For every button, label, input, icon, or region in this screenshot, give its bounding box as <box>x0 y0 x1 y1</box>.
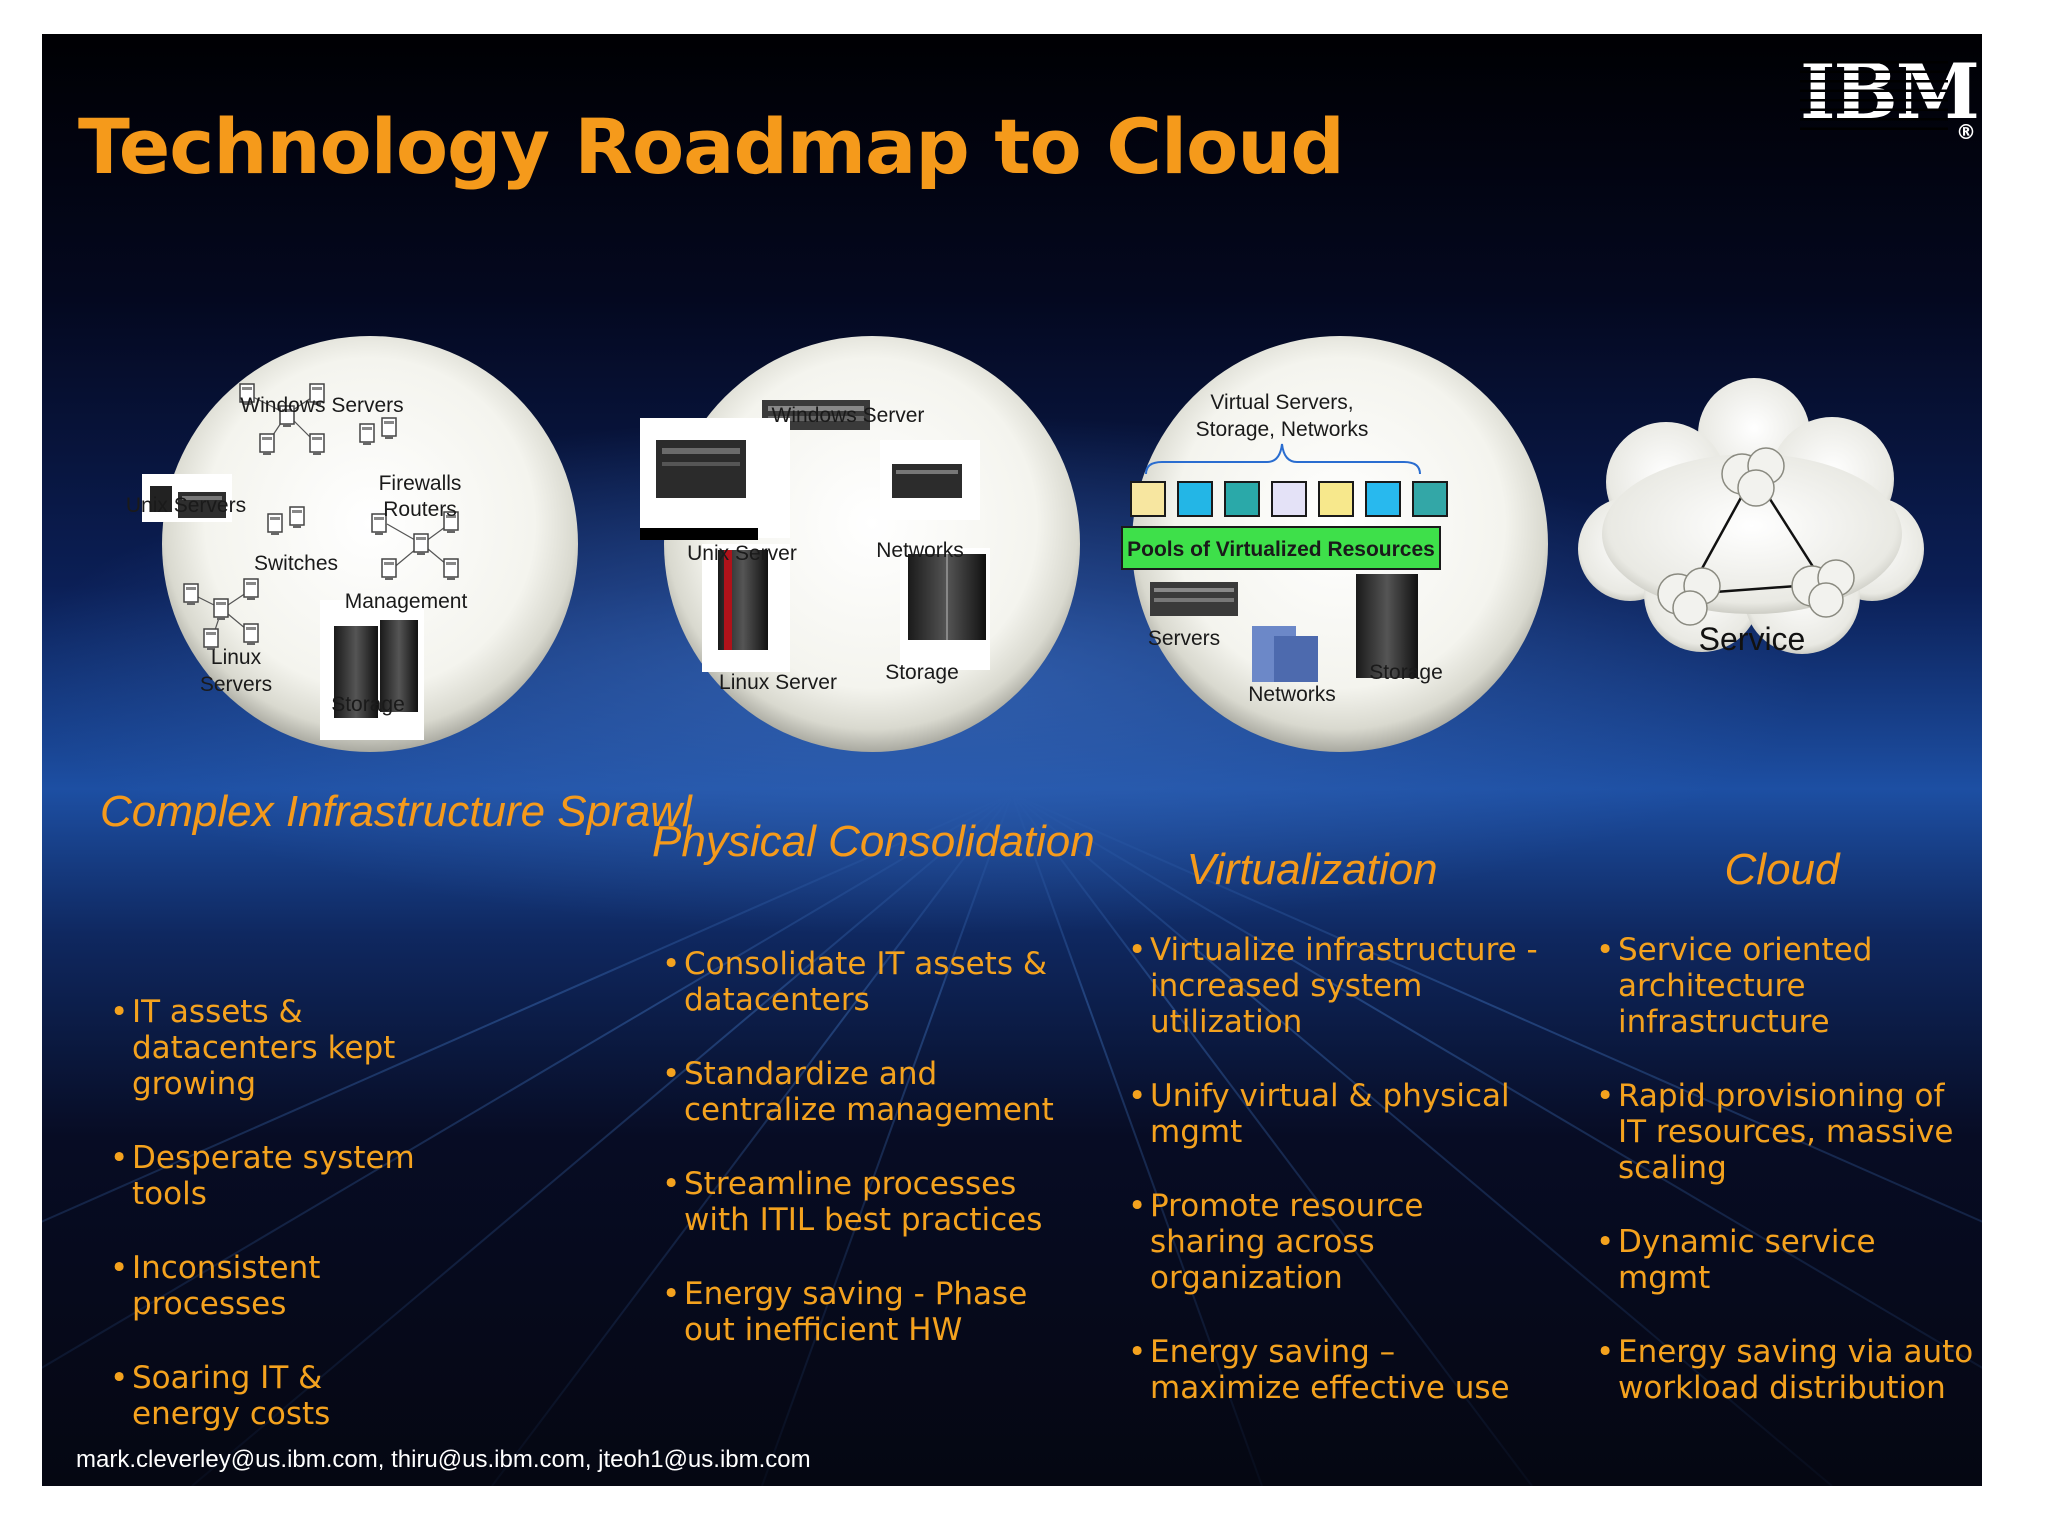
label-routers: Routers <box>383 498 457 521</box>
virtual-resource-box <box>1225 482 1259 516</box>
storage-image <box>320 600 424 740</box>
bullet-item: Inconsistent processes <box>110 1250 430 1322</box>
virtual-resource-box <box>1178 482 1212 516</box>
bullet-item: Service oriented architecture infrastruc… <box>1596 932 1976 1040</box>
bullet-item: Streamline processes with ITIL best prac… <box>662 1166 1062 1238</box>
bullet-item: Standardize and centralize management <box>662 1056 1062 1128</box>
label-unix-servers: Unix Servers <box>126 494 246 517</box>
label-windows-server: Windows Server <box>772 404 925 427</box>
bullet-item: Dynamic service mgmt <box>1596 1224 1976 1296</box>
cloud-shape: Service <box>1578 378 1924 657</box>
label-switches: Switches <box>254 552 338 575</box>
bullets-sprawl: IT assets & datacenters kept growing Des… <box>110 994 430 1432</box>
servers-image <box>1150 582 1238 616</box>
slide: Technology Roadmap to Cloud IBM ® <box>42 34 1982 1486</box>
stage-label-virtualization: Virtualization <box>1162 844 1462 896</box>
virtual-resource-box <box>1366 482 1400 516</box>
bullet-item: Rapid provisioning of IT resources, mass… <box>1596 1078 1976 1186</box>
label-management: Management <box>345 590 468 613</box>
label-windows-servers: Windows Servers <box>240 394 403 417</box>
virtual-resource-box <box>1131 482 1165 516</box>
bullet-item: Energy saving - Phase out inefficient HW <box>662 1276 1062 1348</box>
consolidation-circle: Windows Server Unix Server Networks Linu… <box>640 336 1080 752</box>
label-storage: Storage <box>1369 661 1443 684</box>
footer-contacts: mark.cleverley@us.ibm.com, thiru@us.ibm.… <box>76 1446 811 1474</box>
bullet-item: Energy saving – maximize effective use <box>1128 1334 1548 1406</box>
label-servers: Servers <box>200 673 272 696</box>
stage-label-cloud: Cloud <box>1692 844 1872 896</box>
virtual-resource-box <box>1319 482 1353 516</box>
stage-label-sprawl: Complex Infrastructure Sprawl <box>100 786 420 838</box>
bullet-item: Unify virtual & physical mgmt <box>1128 1078 1548 1150</box>
virtualization-circle: Virtual Servers, Storage, Networks Pools… <box>1122 336 1548 752</box>
label-linux: Linux <box>211 646 262 669</box>
label-pools: Pools of Virtualized Resources <box>1127 538 1435 561</box>
virtual-resource-box <box>1413 482 1447 516</box>
label-storage: Storage <box>885 661 959 684</box>
label-networks: Networks <box>1248 683 1336 706</box>
unix-server-image <box>640 418 790 540</box>
label-networks: Networks <box>876 539 964 562</box>
label-unix-server: Unix Server <box>687 542 797 565</box>
bullet-item: Energy saving via auto workload distribu… <box>1596 1334 1976 1406</box>
label-storage: Storage <box>331 693 405 716</box>
bullet-item: IT assets & datacenters kept growing <box>110 994 430 1102</box>
roadmap-diagram: Windows Servers Unix Servers Firewalls R… <box>42 34 1982 794</box>
bullet-item: Desperate system tools <box>110 1140 430 1212</box>
stage-label-consolidation: Physical Consolidation <box>652 816 922 868</box>
virtual-resource-boxes <box>1131 482 1447 516</box>
bullets-consolidation: Consolidate IT assets & datacenters Stan… <box>662 946 1062 1348</box>
networks-image <box>880 440 980 520</box>
label-service: Service <box>1699 621 1806 657</box>
label-storage-networks: Storage, Networks <box>1196 418 1369 441</box>
bullet-item: Consolidate IT assets & datacenters <box>662 946 1062 1018</box>
sprawl-circle: Windows Servers Unix Servers Firewalls R… <box>126 336 578 752</box>
bullets-virtualization: Virtualize infrastructure - increased sy… <box>1128 932 1548 1406</box>
label-servers: Servers <box>1148 627 1220 650</box>
label-firewalls: Firewalls <box>379 472 462 495</box>
bullets-cloud: Service oriented architecture infrastruc… <box>1596 932 1976 1406</box>
bullet-item: Virtualize infrastructure - increased sy… <box>1128 932 1548 1040</box>
bullet-item: Soaring IT & energy costs <box>110 1360 430 1432</box>
label-virtual-servers: Virtual Servers, <box>1210 391 1353 414</box>
label-linux-server: Linux Server <box>719 671 837 694</box>
bullet-item: Promote resource sharing across organiza… <box>1128 1188 1548 1296</box>
virtual-resource-box <box>1272 482 1306 516</box>
storage-image <box>900 548 990 670</box>
